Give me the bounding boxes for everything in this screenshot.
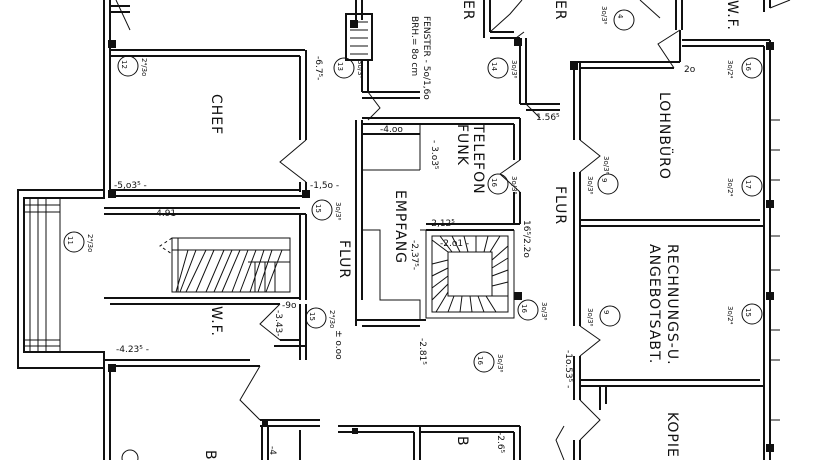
room-kopie: KOPIE [664, 412, 680, 458]
tag-15e-wf: 15 2⁴/3o [305, 307, 336, 329]
svg-text:15: 15 [308, 312, 316, 321]
svg-text:13: 13 [336, 62, 344, 71]
window-note-line1: FENSTER - 5o/1,6o [421, 16, 431, 100]
window-note-line2: BRH.= 8o cm [409, 16, 419, 76]
tag-9e-rech: 9 3o/3⁶ [586, 305, 621, 327]
dim-1652: 16⁵/2.2o [521, 220, 531, 258]
svg-text:16: 16 [490, 178, 498, 187]
svg-text:3o/3⁶: 3o/3⁶ [356, 60, 364, 79]
dimension-labels: -5,o3⁵ - -1,5o - - 4.91 - -4.oo - 3.o3⁵ … [114, 56, 696, 455]
dim-491: - 4.91 - [150, 209, 182, 219]
svg-text:9: 9 [602, 310, 610, 314]
room-angebotsabt: ANGEBOTSABT. [646, 244, 662, 364]
svg-text:3o/3⁶: 3o/3⁶ [510, 176, 518, 195]
svg-text:3o/3⁶: 3o/3⁶ [540, 302, 548, 321]
tag-16e-right: 16 3o/2⁴ [726, 57, 763, 79]
room-top-er2: ER [552, 0, 568, 21]
svg-text:2⁴/3o: 2⁴/3o [328, 310, 336, 328]
svg-text:17: 17 [744, 180, 752, 189]
tag-11e: 11 2⁴/3o [63, 231, 94, 253]
dim-281: -2.81⁵ [417, 338, 427, 365]
dim-2o1: -2.o1 - [440, 239, 469, 249]
dim-4235: -4.23⁵ - [116, 345, 149, 355]
tag-3e-lohn: 3o/3⁶ [602, 156, 610, 175]
svg-text:15: 15 [744, 308, 752, 317]
room-empfang: EMPFANG [392, 190, 408, 264]
svg-text:16: 16 [744, 62, 752, 71]
svg-text:3o/3⁶: 3o/3⁶ [602, 156, 610, 175]
dim-oo: ± o.oo [333, 330, 343, 360]
svg-text:16: 16 [520, 304, 528, 313]
tag-14e-top: 14 3o/3⁶ [487, 57, 518, 79]
room-telefon: TELEFON [470, 123, 486, 195]
svg-text:16: 16 [476, 356, 484, 365]
dim-4oo: -4.oo [380, 125, 403, 135]
dim-15o: -1,5o - [310, 181, 339, 191]
room-lohnburo: LOHNBÜRO [656, 92, 674, 180]
svg-text:12: 12 [120, 60, 128, 69]
tag-12e: 12 2⁴/3o [117, 55, 148, 77]
svg-text:3o/3⁶: 3o/3⁶ [586, 176, 594, 195]
dim-265: -2.6⁵ [495, 432, 505, 454]
svg-text:3o/3⁶: 3o/3⁶ [496, 354, 504, 373]
svg-text:3o/2⁴: 3o/2⁴ [726, 60, 734, 79]
dim-343: -3.43- [273, 310, 283, 337]
dim-3o35: - 3.o3⁵ [429, 140, 439, 170]
dim-9o: -9o [282, 301, 297, 311]
tag-15e: 15 3o/3⁶ [311, 199, 342, 221]
svg-text:3o/3⁶: 3o/3⁶ [510, 60, 518, 79]
tag-9e-lohn: 9 3o/3⁶ [586, 173, 619, 195]
dim-1o535: -1o.53⁵ - [563, 350, 573, 388]
tag-16e-stair: 16 3o/3⁶ [517, 299, 548, 321]
room-rechnungs: RECHNUNGS-U. [664, 244, 680, 366]
svg-text:2⁴/3o: 2⁴/3o [86, 234, 94, 252]
room-wf-top: W.F. [724, 0, 740, 31]
dim-237: -2,37⁵- [409, 240, 419, 270]
svg-text:4: 4 [616, 14, 624, 19]
tag-markers: 12 2⁴/3o 13 3o/3⁶ 14 3o/3⁶ 15 3o/3⁶ 11 2… [63, 6, 763, 460]
columns [108, 20, 774, 452]
room-top-er1: ER [460, 0, 476, 21]
svg-text:15: 15 [314, 204, 322, 213]
tag-14e-bottom [121, 449, 139, 460]
tag-4e-top: 4 3o/3⁶ [600, 6, 635, 31]
svg-text:2⁴/3o: 2⁴/3o [140, 58, 148, 76]
dim-156: 1.56⁵ [536, 113, 560, 123]
room-bottom-b2: B [454, 436, 470, 447]
room-flur-center: FLUR [552, 186, 568, 225]
svg-text:3o/3⁶: 3o/3⁶ [334, 202, 342, 221]
svg-text:3o/2⁴: 3o/2⁴ [726, 178, 734, 197]
dim-2o: 2o [684, 65, 696, 75]
room-labels: CHEF LOHNBÜRO TELEFON FUNK EMPFANG FLUR … [202, 0, 740, 460]
svg-text:11: 11 [66, 236, 74, 245]
tag-13e: 13 3o/3⁶ [333, 57, 364, 79]
window-note: FENSTER - 5o/1,6o BRH.= 8o cm [409, 16, 431, 100]
tag-16e-flur: 16 3o/3⁶ [473, 351, 504, 373]
room-bottom-b: B [202, 450, 218, 460]
room-wf-left: W.F. [208, 306, 224, 337]
svg-text:9: 9 [600, 178, 608, 182]
dim-5o35: -5,o3⁵ - [114, 181, 147, 191]
tag-15e-right: 15 3o/2⁴ [726, 303, 763, 325]
dim-4: -4 [267, 446, 277, 455]
svg-text:3o/2⁴: 3o/2⁴ [726, 306, 734, 325]
tag-17e: 17 3o/2⁴ [726, 175, 763, 197]
room-chef: CHEF [208, 94, 224, 135]
svg-text:3o/3⁶: 3o/3⁶ [600, 6, 608, 25]
dim-212: -2,12⁵ - [428, 219, 461, 229]
svg-text:14: 14 [490, 62, 498, 71]
room-flur-left: FLUR [336, 240, 352, 279]
room-funk: FUNK [454, 124, 470, 166]
dim-67: -6.7⁵- [313, 56, 323, 80]
svg-text:3o/3⁶: 3o/3⁶ [586, 308, 594, 327]
tag-16e-telefon: 16 3o/3⁶ [487, 173, 518, 195]
